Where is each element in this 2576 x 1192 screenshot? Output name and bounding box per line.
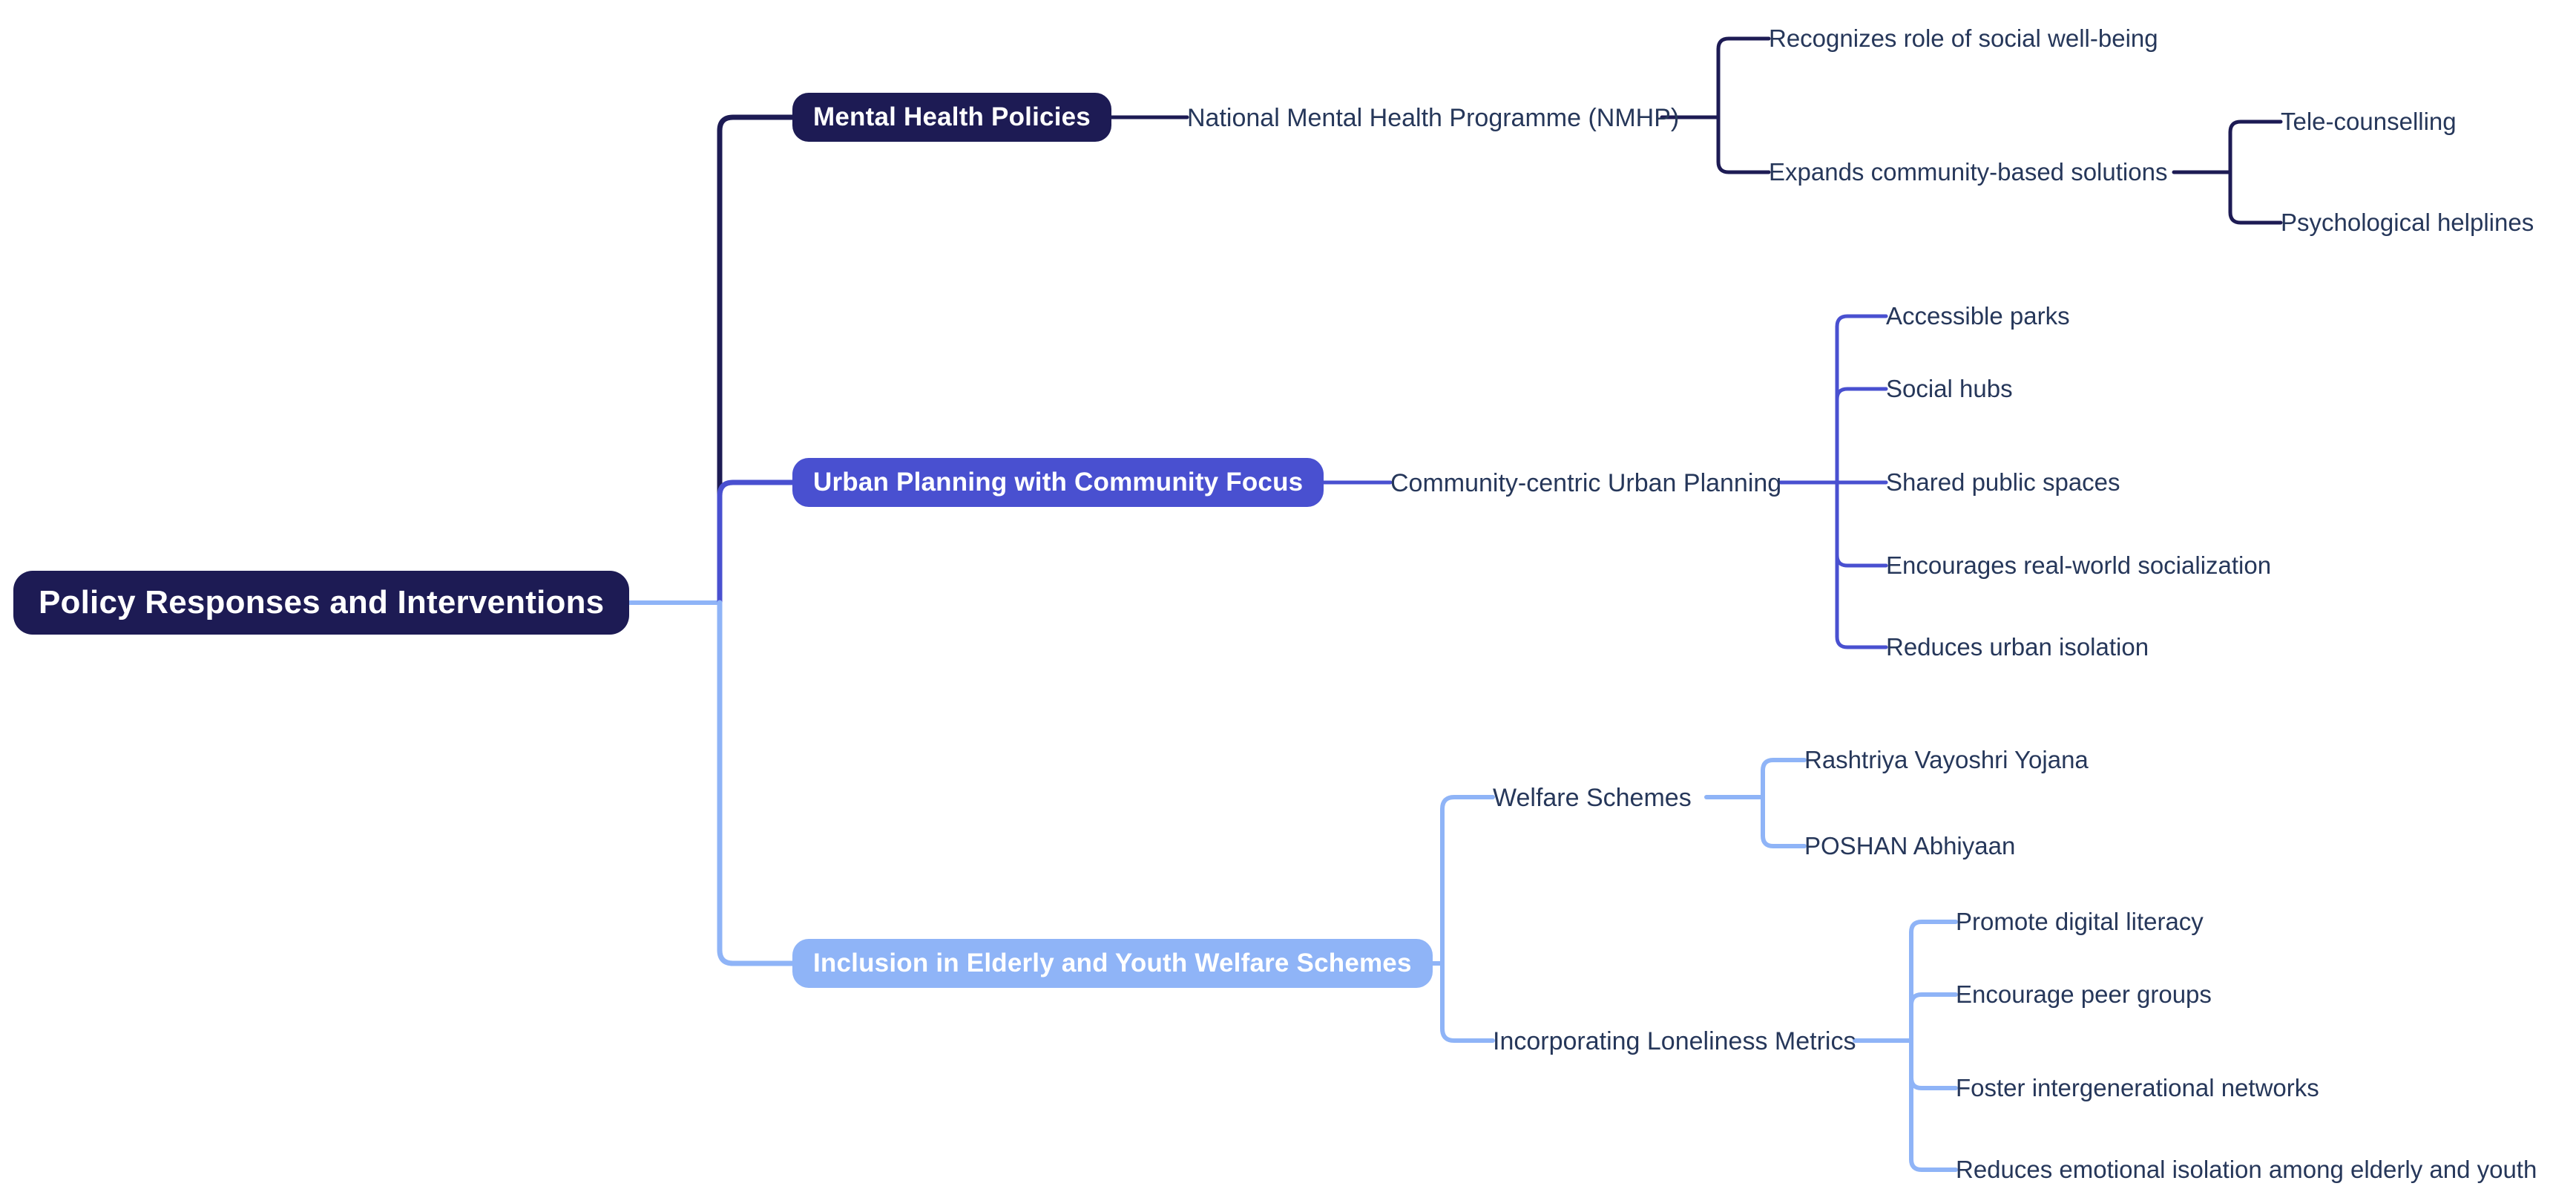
root-node-label: Policy Responses and Interventions <box>39 584 605 620</box>
leaf-node-poshan-abhiyaan[interactable]: POSHAN Abhiyaan <box>1804 826 2015 866</box>
sub-node-national-mental-health-programme[interactable]: National Mental Health Programme (NMHP) <box>1187 97 1679 139</box>
leaf-node-reduces-emotional-isolation[interactable]: Reduces emotional isolation among elderl… <box>1956 1150 2537 1190</box>
sub-node-label: National Mental Health Programme (NMHP) <box>1187 103 1680 132</box>
sub-node-label: Incorporating Loneliness Metrics <box>1493 1026 1856 1055</box>
edge-ws-to-rashtriya <box>1761 758 1807 799</box>
branch-node-label: Inclusion in Elderly and Youth Welfare S… <box>813 949 1412 977</box>
leaf-node-social-hubs[interactable]: Social hubs <box>1886 369 2013 409</box>
leaf-node-label: Foster intergenerational networks <box>1956 1074 2319 1101</box>
leaf-node-label: Reduces urban isolation <box>1886 633 2149 661</box>
edge-cc-to-reduces-urban-isolation <box>1835 480 1888 649</box>
sub-node-welfare-schemes[interactable]: Welfare Schemes <box>1493 777 1692 819</box>
leaf-node-accessible-parks[interactable]: Accessible parks <box>1886 296 2070 336</box>
edge-nmhp-to-expands <box>1716 115 1771 174</box>
leaf-node-label: Accessible parks <box>1886 302 2070 330</box>
edge-inclusion-to-welfare-schemes <box>1440 795 1495 966</box>
sub-node-incorporating-loneliness-metrics[interactable]: Incorporating Loneliness Metrics <box>1493 1021 1856 1062</box>
leaf-node-label: Social hubs <box>1886 375 2013 402</box>
edge-cc-to-social-hubs <box>1835 387 1888 485</box>
leaf-node-encourage-peer-groups[interactable]: Encourage peer groups <box>1956 975 2212 1015</box>
edge-nmhp-to-recognizes <box>1716 36 1771 119</box>
branch-node-inclusion-elderly-youth-welfare[interactable]: Inclusion in Elderly and Youth Welfare S… <box>792 939 1433 988</box>
edge-cc-to-accessible-parks <box>1835 314 1888 485</box>
branch-node-urban-planning-community-focus[interactable]: Urban Planning with Community Focus <box>792 458 1324 507</box>
leaf-node-recognizes-social-well-being[interactable]: Recognizes role of social well-being <box>1769 19 2158 59</box>
leaf-node-label: Reduces emotional isolation among elderl… <box>1956 1156 2537 1183</box>
sub-node-community-centric-urban-planning[interactable]: Community-centric Urban Planning <box>1390 462 1781 504</box>
leaf-node-expands-community-based-solutions[interactable]: Expands community-based solutions <box>1769 152 2167 192</box>
branch-node-label: Mental Health Policies <box>813 102 1091 131</box>
leaf-node-label: Tele-counselling <box>2281 108 2457 135</box>
edge-cc-to-encourages-socialization <box>1835 480 1888 568</box>
leaf-node-label: POSHAN Abhiyaan <box>1804 832 2016 859</box>
edge-lm-to-encourage-peer-groups <box>1909 992 1958 1043</box>
edge-root-to-urban-planning <box>717 479 795 606</box>
branch-node-mental-health-policies[interactable]: Mental Health Policies <box>792 93 1111 142</box>
edge-root-to-welfare-schemes <box>717 600 795 966</box>
leaf-node-reduces-urban-isolation[interactable]: Reduces urban isolation <box>1886 627 2149 667</box>
edge-lm-to-promote-digital-literacy <box>1909 920 1958 1043</box>
leaf-node-promote-digital-literacy[interactable]: Promote digital literacy <box>1956 902 2204 942</box>
sub-node-label: Welfare Schemes <box>1493 783 1692 812</box>
sub-node-label: Community-centric Urban Planning <box>1390 468 1782 497</box>
leaf-node-foster-intergenerational-networks[interactable]: Foster intergenerational networks <box>1956 1068 2319 1108</box>
edge-expands-to-tele-counselling <box>2228 119 2283 174</box>
leaf-node-label: Expands community-based solutions <box>1769 158 2168 186</box>
leaf-node-tele-counselling[interactable]: Tele-counselling <box>2281 102 2457 142</box>
leaf-node-label: Rashtriya Vayoshri Yojana <box>1804 746 2089 773</box>
leaf-node-label: Encourages real-world socialization <box>1886 551 2272 579</box>
root-node-policy-responses[interactable]: Policy Responses and Interventions <box>13 571 630 635</box>
leaf-node-label: Encourage peer groups <box>1956 980 2212 1008</box>
edge-inclusion-to-loneliness-metrics <box>1440 961 1495 1043</box>
branch-node-label: Urban Planning with Community Focus <box>813 468 1304 497</box>
leaf-node-label: Psychological helplines <box>2281 209 2534 236</box>
edge-expands-to-psychological-helplines <box>2228 170 2283 225</box>
edge-root-to-mental-health-policies <box>717 114 795 606</box>
leaf-node-shared-public-spaces[interactable]: Shared public spaces <box>1886 462 2120 502</box>
leaf-node-label: Promote digital literacy <box>1956 908 2204 935</box>
edge-ws-to-poshan <box>1761 795 1807 848</box>
leaf-node-psychological-helplines[interactable]: Psychological helplines <box>2281 203 2534 243</box>
leaf-node-encourages-real-world-socialization[interactable]: Encourages real-world socialization <box>1886 546 2271 586</box>
leaf-node-label: Recognizes role of social well-being <box>1769 24 2158 52</box>
leaf-node-label: Shared public spaces <box>1886 468 2120 496</box>
edge-lm-to-foster-networks <box>1909 1038 1958 1090</box>
edge-lm-to-reduces-emotional-isolation <box>1909 1038 1958 1172</box>
leaf-node-rashtriya-vayoshri-yojana[interactable]: Rashtriya Vayoshri Yojana <box>1804 740 2089 780</box>
